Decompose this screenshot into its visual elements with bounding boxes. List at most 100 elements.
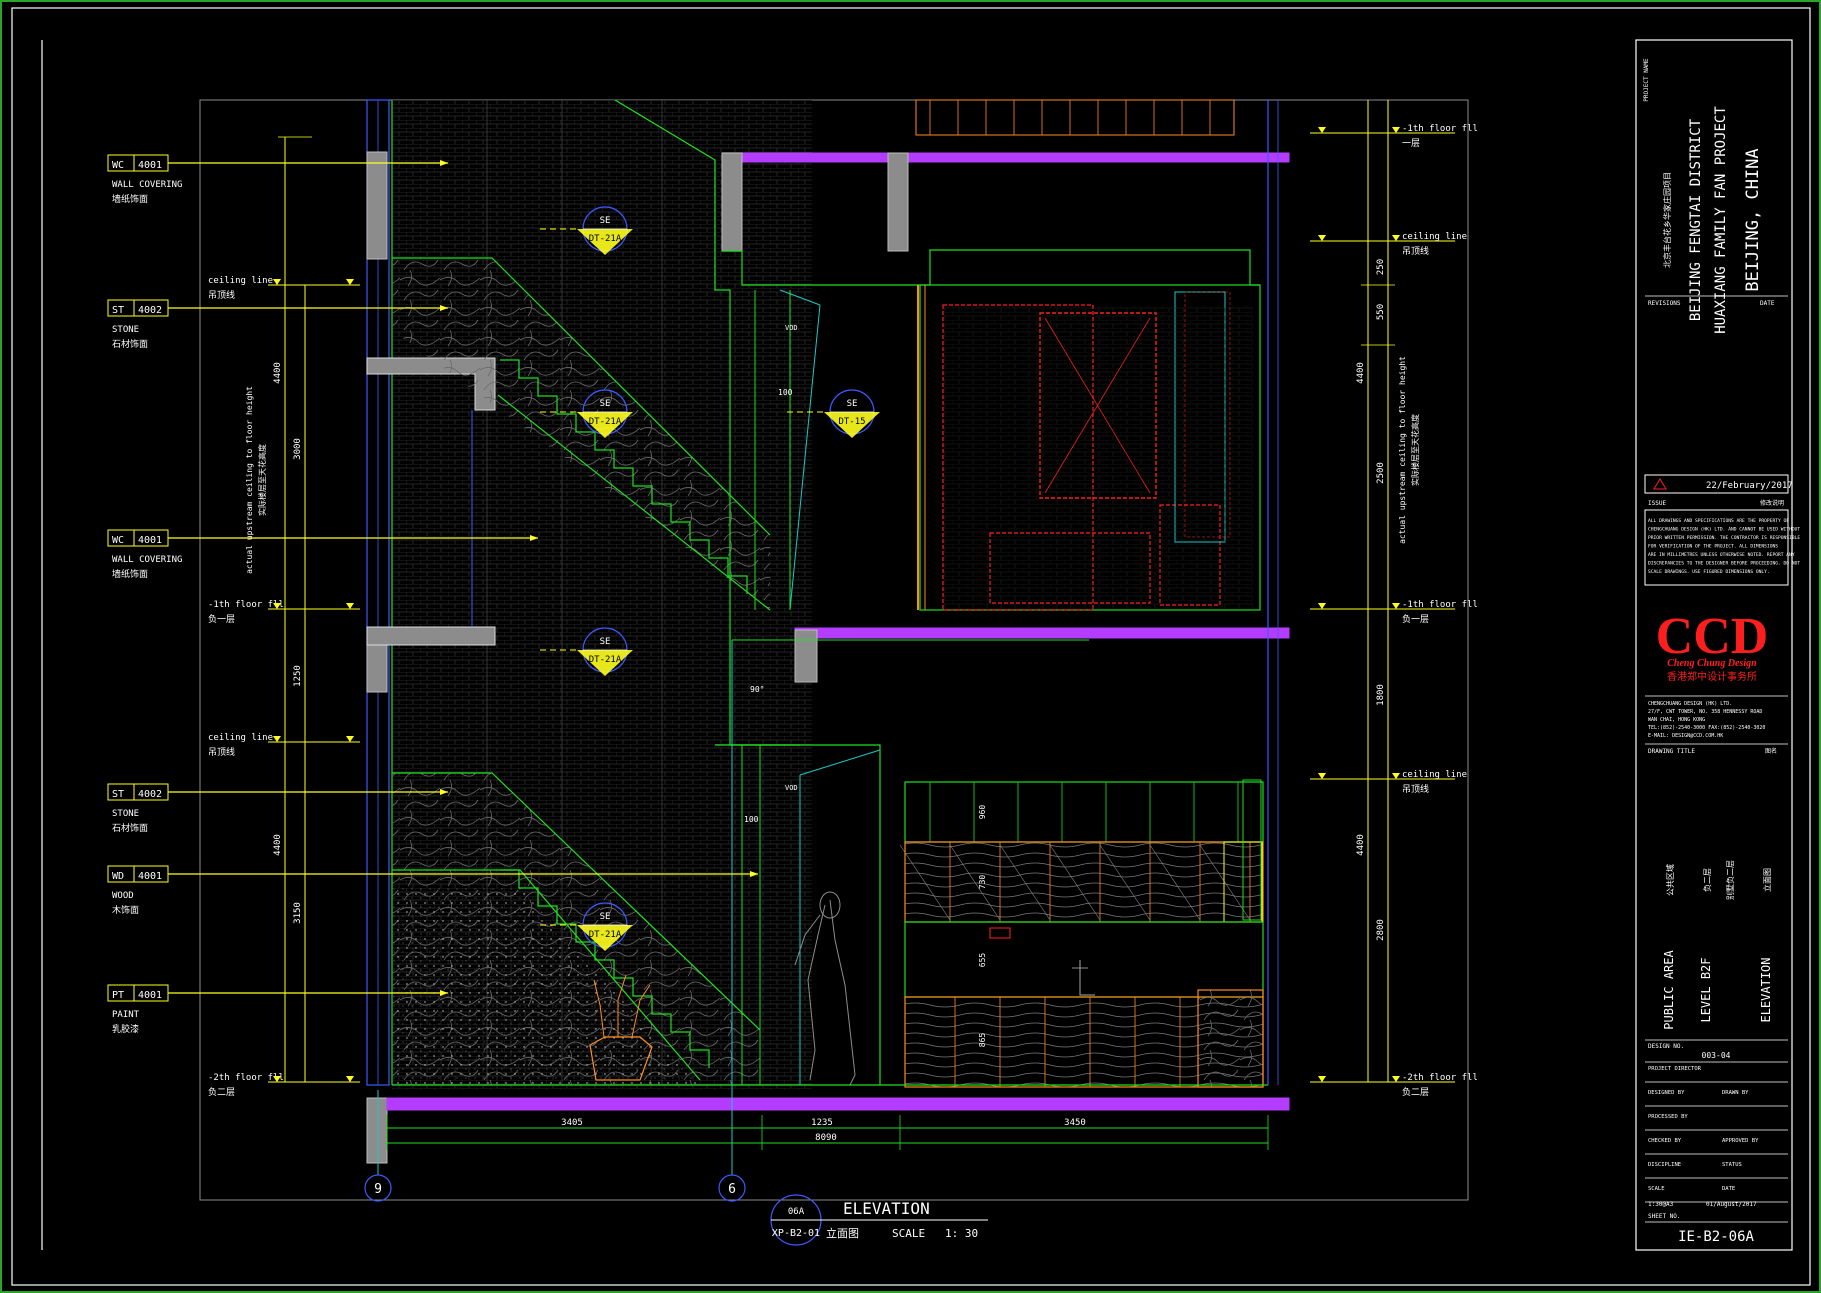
marker-top: SE <box>600 216 611 226</box>
marker-bottom: DT-15 <box>838 417 865 427</box>
cab-x <box>1049 844 1101 921</box>
tb-project-label: PROJECT NAME <box>1643 58 1650 102</box>
ccd-logo: CCD <box>1656 608 1769 665</box>
dim-left-val: 4400 <box>273 362 283 384</box>
cab-x <box>949 844 1001 921</box>
tag-cn: 石材饰面 <box>112 822 148 834</box>
tb-drawing-line: ELEVATION <box>1759 957 1773 1022</box>
dim-left-val: 3150 <box>293 902 303 924</box>
tag-num: 4001 <box>138 160 162 171</box>
dim-misc: 655 <box>978 953 987 968</box>
level-triangle <box>273 1076 281 1082</box>
dim-misc: 865 <box>978 1033 987 1048</box>
tb-sheet-no: IE-B2-06A <box>1678 1229 1754 1245</box>
tb-design-no-label: DESIGN NO. <box>1648 1043 1684 1050</box>
tb-project-cn: 北京丰台花乡华家庄园项目 <box>1662 172 1672 268</box>
tb-date: DATE <box>1760 300 1775 307</box>
title-text: ELEVATION <box>843 1199 930 1218</box>
tag-num: 4001 <box>138 871 162 882</box>
leader-arrow <box>530 535 538 541</box>
dim-bottom-val: 3450 <box>1064 1118 1086 1128</box>
tb-note-line: FOR VERIFICATION OF THE PROJECT. ALL DIM… <box>1648 544 1778 550</box>
dim-left-val: 1250 <box>293 665 303 687</box>
leader-arrow <box>440 305 448 311</box>
level-triangle <box>1318 773 1326 779</box>
slab-floor <box>386 1097 1290 1111</box>
level-label: ceiling line <box>208 276 273 286</box>
figure-leg <box>829 899 856 1086</box>
level-label: ceiling line <box>208 733 273 743</box>
vase <box>589 1036 653 1081</box>
grid-label: 6 <box>728 1182 736 1197</box>
dim-misc: 100 <box>744 815 759 824</box>
tb-scale-value: 1:30@A3 <box>1648 1201 1674 1208</box>
marker-top: SE <box>600 637 611 647</box>
level-cn: 吊顶线 <box>1402 783 1429 795</box>
tb-field-label: CHECKED BY <box>1648 1138 1682 1144</box>
marker-arrow <box>577 650 633 676</box>
slab-mid-r <box>794 627 1290 639</box>
marker-bottom: DT-21A <box>589 234 622 244</box>
tb-rev-date: 22/February/2017 <box>1706 481 1793 491</box>
tag-cn: 墙纸饰面 <box>112 193 148 205</box>
wall-cap-1 <box>366 151 388 260</box>
grid-label: 9 <box>374 1182 382 1197</box>
marker-bottom: DT-21A <box>589 930 622 940</box>
dim-bottom-val: 3405 <box>561 1118 583 1128</box>
cab-x <box>999 844 1051 921</box>
dim-misc: 100 <box>778 388 793 397</box>
tb-field-label-right: APPROVED BY <box>1722 1138 1759 1144</box>
tb-project-line: BEIJING FENGTAI DISTRICT <box>1688 118 1704 321</box>
tag-cn: 石材饰面 <box>112 338 148 350</box>
tag-name: STONE <box>112 809 139 819</box>
level-label: -1th floor fll <box>208 600 284 610</box>
level-cn: 一层 <box>1402 138 1420 149</box>
level-cn: 吊顶线 <box>1402 245 1429 257</box>
level-triangle <box>1318 603 1326 609</box>
tag-name: WOOD <box>112 891 134 901</box>
cab-x <box>1199 844 1251 921</box>
vod-line-3 <box>799 749 881 776</box>
title-number: 06A <box>788 1207 805 1217</box>
tb-drawing-line: LEVEL B2F <box>1699 957 1713 1022</box>
kitchen-upper <box>904 781 1264 843</box>
tb-field-label-right: STATUS <box>1722 1162 1742 1168</box>
level-triangle <box>1392 235 1400 241</box>
dim-bottom-total: 8090 <box>815 1133 837 1143</box>
level-label: -2th floor fll <box>208 1073 284 1083</box>
marker-bottom: DT-21A <box>589 417 622 427</box>
level-triangle <box>1392 773 1400 779</box>
dim-misc: 960 <box>978 805 987 820</box>
column-3 <box>794 629 818 683</box>
tb-field-label: PROCESSED BY <box>1648 1114 1688 1120</box>
slab-top <box>721 152 1290 163</box>
dim-left-note: actual upstream ceiling to floor height <box>245 386 254 574</box>
tb-company-line: E-MAIL: DESIGN@CCD.COM.HK <box>1648 733 1723 739</box>
tag-cn: 木饰面 <box>112 904 139 916</box>
dim-right-note: 实际楼层至天花高度 <box>1410 414 1420 486</box>
tb-note-line: DISCREPANCIES TO THE DESIGNER BEFORE PRO… <box>1648 561 1800 567</box>
level-cn: 吊顶线 <box>208 746 235 758</box>
tb-project-line: BEIJING, CHINA <box>1743 148 1763 291</box>
level-triangle <box>273 736 281 742</box>
grid-bubble: 6 <box>718 1174 746 1202</box>
marker-arrow <box>577 412 633 438</box>
tb-rev-row <box>1644 474 1789 494</box>
tag-name: WALL COVERING <box>112 555 182 565</box>
tag-num: 4002 <box>138 789 162 800</box>
level-triangle <box>1318 1076 1326 1082</box>
tb-drawing-cn: 负二层 <box>1702 868 1712 892</box>
dim-right-val: 550 <box>1376 304 1386 320</box>
tb-design-no: 003-04 <box>1702 1051 1731 1060</box>
tag-code: WD <box>112 871 124 882</box>
tb-rev-triangle <box>1653 478 1667 490</box>
fridge <box>1197 989 1264 1088</box>
